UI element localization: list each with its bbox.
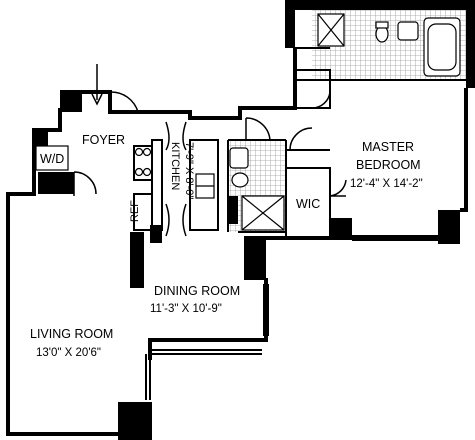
dining-room-label: DINING ROOM (154, 284, 240, 298)
pillar-wic (330, 218, 352, 240)
master-bedroom-label-line2: BEDROOM (356, 158, 421, 172)
fixtures (35, 13, 461, 231)
sink-master (397, 21, 419, 41)
wic-wall (285, 167, 331, 239)
entry-arrow-icon (91, 64, 103, 106)
toilet-master-tank (375, 21, 389, 29)
wic-door-swing (329, 179, 347, 197)
kitchen-dims: 7'-9" X 8'-0" (183, 142, 195, 199)
pillar-wd-bottom (38, 172, 74, 194)
range-box (133, 145, 153, 181)
master-bedroom-dims: 12'-4" X 14'-2" (350, 178, 423, 190)
master-bedroom-label-line1: MASTER (362, 140, 414, 154)
wd-door-swing (73, 171, 97, 196)
shower-master-x (317, 13, 345, 47)
bedroom-door-swing (289, 127, 313, 151)
door-swings (73, 91, 347, 237)
pillar-dining-left (130, 232, 144, 288)
burner-3 (134, 167, 144, 177)
south-wall (262, 236, 438, 280)
living-room-label: LIVING ROOM (30, 327, 113, 341)
kitchen-door-swing-bottom (165, 203, 187, 237)
wd-label: W/D (40, 152, 64, 166)
partitions (133, 47, 466, 400)
pillar-bottom (118, 402, 152, 440)
wd-box (35, 145, 69, 171)
ref-label: REF (129, 200, 141, 222)
exterior-wall (6, 48, 297, 436)
toilet-guest (231, 172, 249, 188)
closet-door-swing (311, 91, 331, 109)
pillar-right (438, 210, 460, 244)
tub-master-inner (427, 23, 457, 71)
ref-box (133, 193, 153, 231)
dining-room-dims: 11'-3" X 10'-9" (150, 303, 222, 315)
bath-door-swing (245, 117, 271, 141)
sink-guest (229, 147, 249, 169)
entry-door-swing (109, 91, 139, 113)
foyer-label: FOYER (82, 133, 125, 147)
wall-center-block (244, 236, 264, 280)
shower-guest-x (241, 195, 285, 231)
kitchen-counter-right (189, 139, 219, 231)
wic-label: WIC (296, 197, 320, 211)
kitchen-door-swing (165, 121, 187, 151)
wall-bath-left (285, 0, 295, 48)
burner-4 (142, 167, 152, 177)
burner-1 (134, 147, 144, 157)
bedroom-wall (460, 88, 468, 212)
burner-2 (142, 147, 152, 157)
living-room-dims: 13'0" X 20'6" (36, 347, 101, 359)
wall-top-right (285, 0, 475, 10)
kitchen-counter-left (151, 139, 163, 231)
wall-masses (34, 0, 475, 440)
kitchen-label: KITCHEN (169, 142, 181, 190)
pillar-guest-bath (228, 196, 238, 224)
dining-living-wall (148, 278, 268, 360)
wall-right-upper (466, 0, 475, 88)
pillar-foyer (60, 90, 80, 110)
